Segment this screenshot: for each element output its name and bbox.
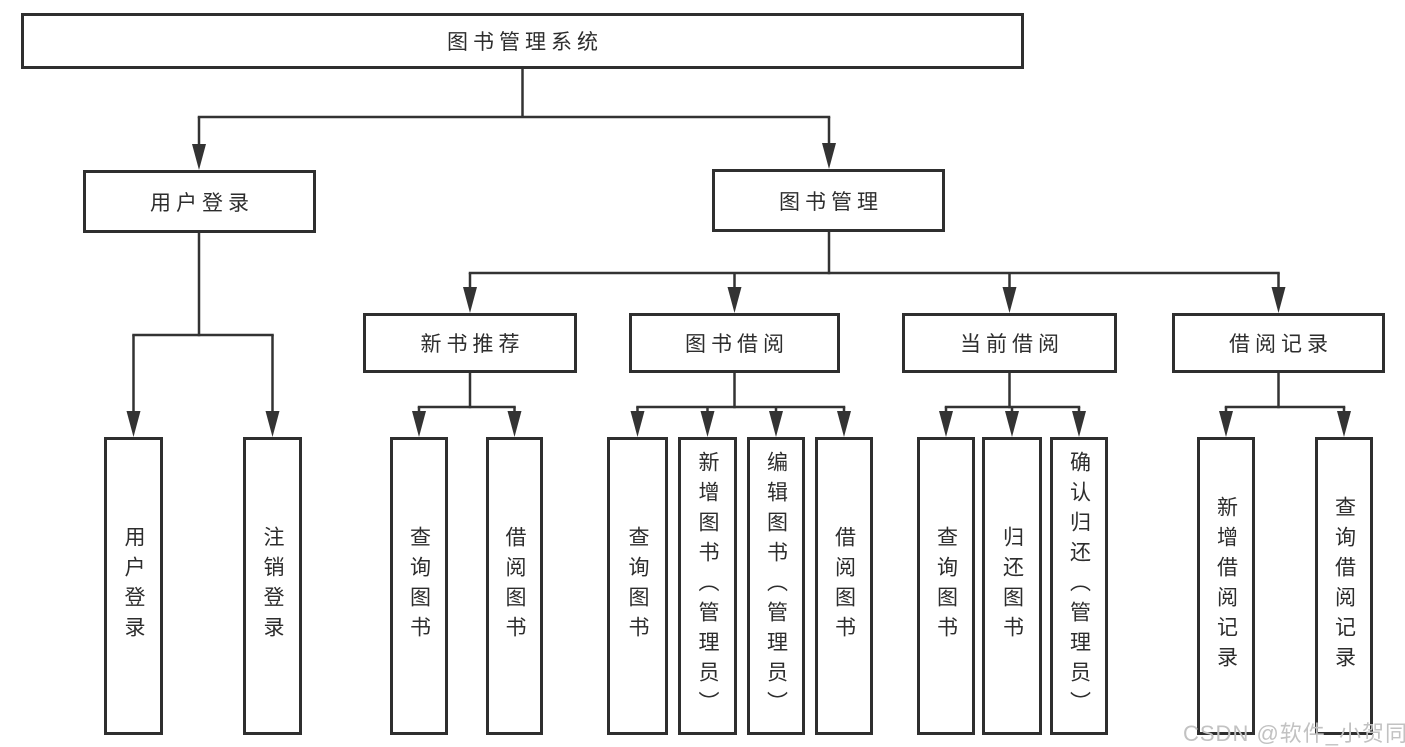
leaf-query-books-2: 查询图书 [607, 437, 668, 735]
leaf-query-books-3: 查询图书 [917, 437, 975, 735]
csdn-watermark: CSDN @软件_小贺同学 [1183, 721, 1405, 746]
node-book-management: 图书管理 [712, 169, 945, 232]
node-root: 图书管理系统 [21, 13, 1024, 69]
leaf-return-book: 归还图书 [982, 437, 1042, 735]
node-user-login: 用户登录 [83, 170, 316, 233]
leaf-add-book-admin: 新增图书（管理员） [678, 437, 737, 735]
leaf-borrow-books-2: 借阅图书 [815, 437, 873, 735]
leaf-edit-book-admin: 编辑图书（管理员） [747, 437, 805, 735]
node-borrow-records: 借阅记录 [1172, 313, 1385, 373]
node-book-borrow: 图书借阅 [629, 313, 840, 373]
node-new-book-recommend: 新书推荐 [363, 313, 577, 373]
leaf-query-books-1: 查询图书 [390, 437, 448, 735]
node-current-borrow: 当前借阅 [902, 313, 1117, 373]
leaf-borrow-books-1: 借阅图书 [486, 437, 543, 735]
leaf-confirm-return-admin: 确认归还（管理员） [1050, 437, 1108, 735]
leaf-logout: 注销登录 [243, 437, 302, 735]
leaf-query-borrow-record: 查询借阅记录 [1315, 437, 1373, 735]
leaf-user-login: 用户登录 [104, 437, 163, 735]
leaf-add-borrow-record: 新增借阅记录 [1197, 437, 1255, 735]
